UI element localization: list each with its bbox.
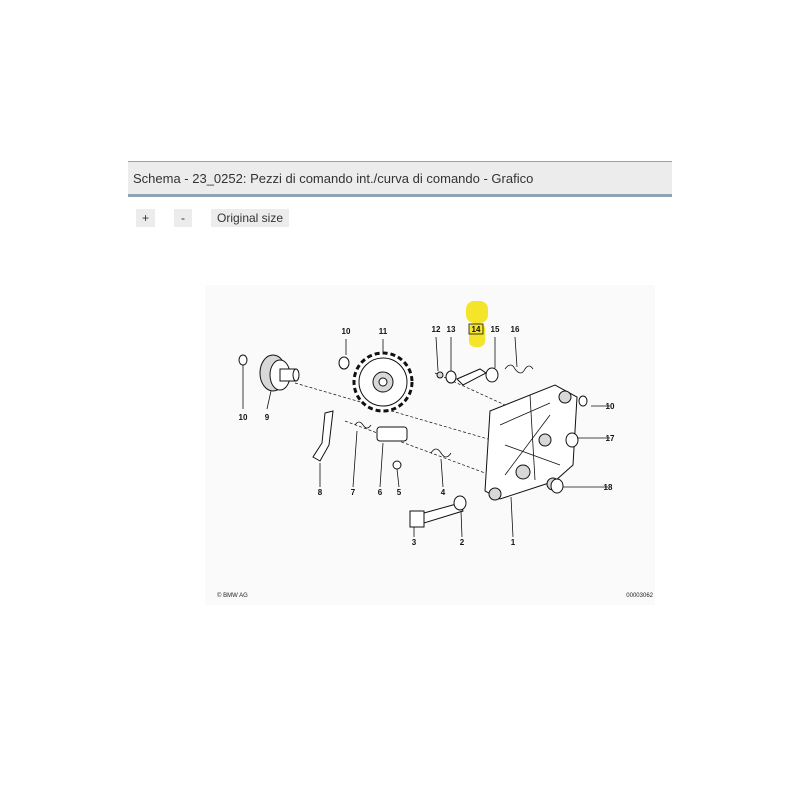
callout-label[interactable]: 3 (412, 538, 417, 547)
callout-label[interactable]: 12 (432, 325, 441, 334)
part-washer (338, 356, 350, 370)
callout-label[interactable]: 5 (397, 488, 402, 497)
part-shift-fork (312, 410, 334, 462)
highlight-box (468, 323, 484, 335)
zoom-in-button[interactable]: + (136, 209, 155, 227)
part-spring (504, 364, 534, 374)
part-washer (238, 354, 248, 366)
part-nut (436, 371, 444, 379)
part-washer (453, 495, 467, 511)
callout-label[interactable]: 9 (265, 413, 270, 422)
highlight-marker-tail (469, 323, 485, 347)
part-bushing (550, 478, 564, 494)
part-shaft (376, 426, 408, 442)
highlight-marker (466, 301, 488, 323)
callout-label[interactable]: 15 (491, 325, 500, 334)
zoom-out-button[interactable]: - (174, 209, 192, 227)
callout-label[interactable]: 10 (342, 327, 351, 336)
callout-label[interactable]: 11 (379, 327, 388, 336)
callout-label[interactable]: 18 (604, 483, 613, 492)
image-code: 00003062 (626, 593, 653, 599)
callout-label[interactable]: 6 (378, 488, 383, 497)
callout-label[interactable]: 7 (351, 488, 356, 497)
part-cam-wheel (259, 354, 300, 392)
part-washer (578, 395, 588, 407)
callout-label[interactable]: 10 (606, 402, 615, 411)
part-lever (456, 368, 487, 386)
callout-label[interactable]: 16 (511, 325, 520, 334)
parts-diagram[interactable]: 10 11 12 13 14 15 16 10 9 10 17 18 8 7 6… (205, 285, 655, 605)
axis-line (344, 420, 486, 474)
page-title: Schema - 23_0252: Pezzi di comando int./… (133, 171, 534, 186)
callout-label[interactable]: 13 (447, 325, 456, 334)
part-bolt (409, 502, 464, 528)
callout-label[interactable]: 8 (318, 488, 323, 497)
part-sprocket (352, 351, 414, 413)
diagram-title-bar: Schema - 23_0252: Pezzi di comando int./… (128, 161, 672, 197)
part-bushing (565, 432, 579, 448)
copyright-text: © BMW AG (217, 592, 248, 599)
callout-label-highlighted[interactable]: 14 (472, 325, 481, 334)
callout-label[interactable]: 4 (441, 488, 446, 497)
part-washer (392, 460, 402, 470)
callout-label[interactable]: 17 (606, 434, 615, 443)
callout-label[interactable]: 10 (239, 413, 248, 422)
callout-label[interactable]: 1 (511, 538, 516, 547)
parts-diagram-graphic: 10 11 12 13 14 15 16 10 9 10 17 18 8 7 6… (217, 301, 654, 599)
part-spring-small (354, 421, 372, 429)
callout-label[interactable]: 2 (460, 538, 465, 547)
part-ring (485, 367, 499, 383)
original-size-button[interactable]: Original size (211, 209, 289, 227)
leader-lines (242, 336, 610, 538)
part-spring-washer (445, 370, 457, 384)
part-clip (430, 448, 452, 458)
